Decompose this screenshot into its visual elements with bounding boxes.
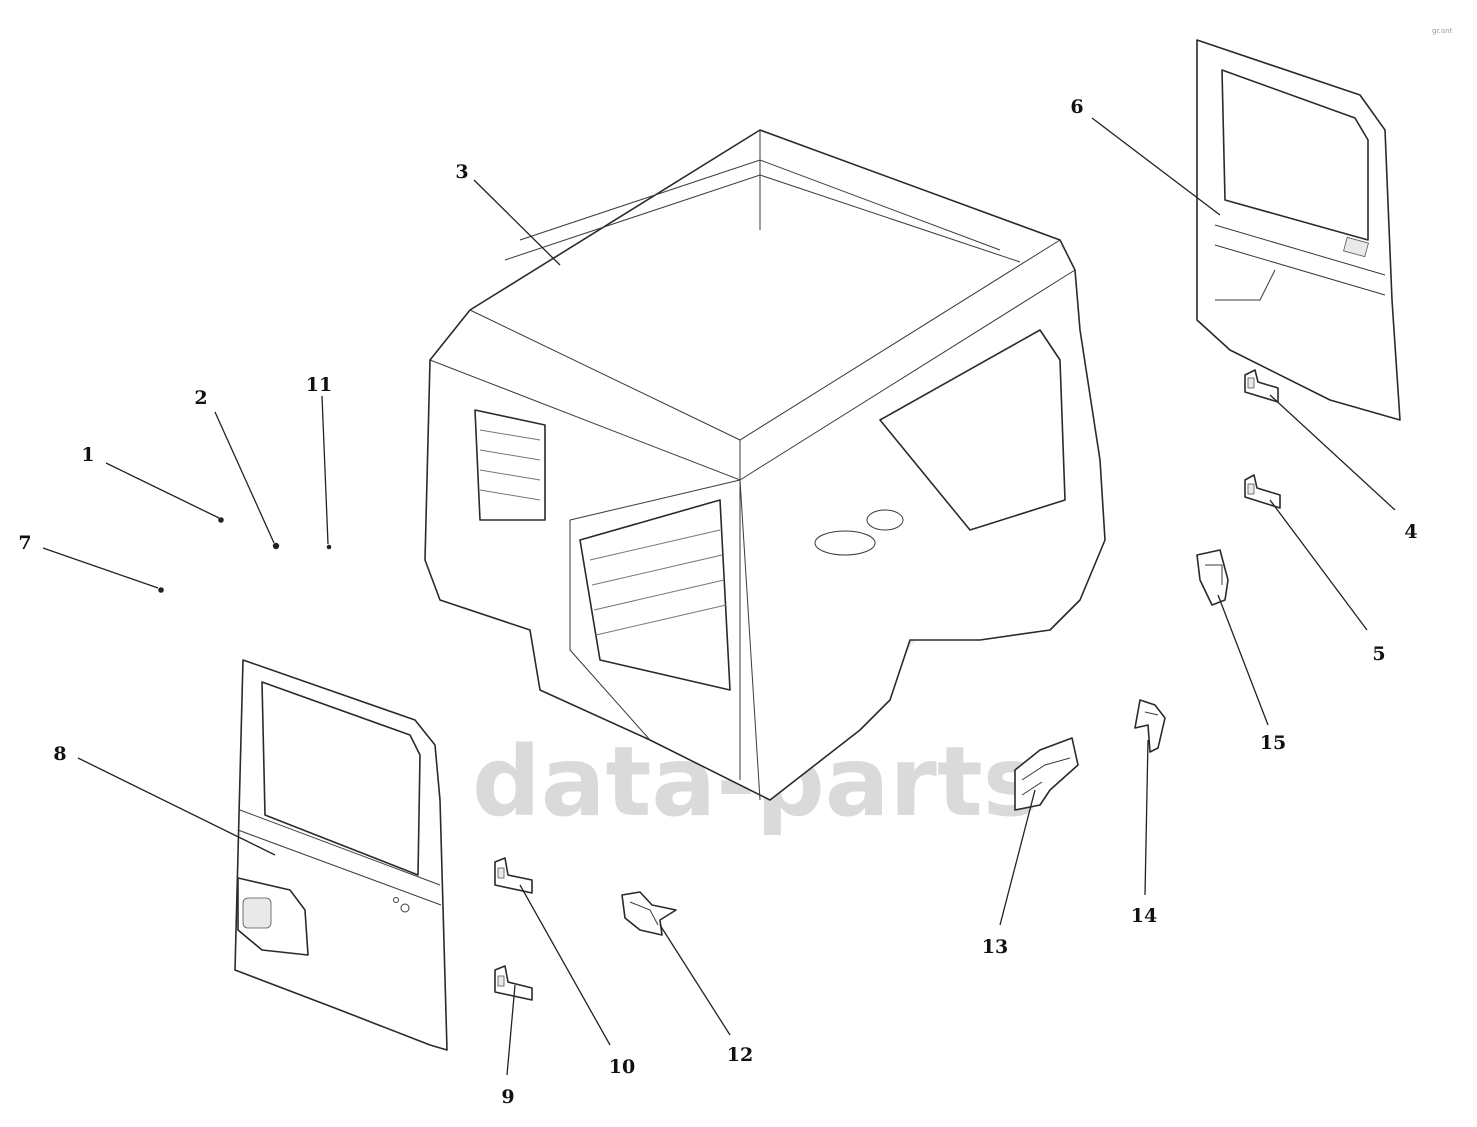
bracket-13 bbox=[1014, 737, 1079, 811]
hinge-4 bbox=[1244, 369, 1279, 403]
leader-1 bbox=[105, 462, 220, 519]
callout-3: 3 bbox=[455, 161, 468, 183]
fastener-11 bbox=[326, 544, 332, 550]
callout-8: 8 bbox=[53, 743, 66, 765]
leader-14 bbox=[1144, 739, 1149, 896]
leader-10 bbox=[519, 884, 611, 1046]
callout-2: 2 bbox=[194, 387, 207, 409]
callout-13: 13 bbox=[982, 936, 1008, 958]
callout-9: 9 bbox=[501, 1086, 514, 1108]
cab-floor-hatch bbox=[479, 429, 727, 636]
fasteners bbox=[158, 517, 332, 593]
leader-8 bbox=[77, 757, 276, 856]
callout-14: 14 bbox=[1131, 905, 1157, 927]
bracket-15 bbox=[1196, 549, 1229, 606]
leader-11 bbox=[321, 395, 329, 545]
callout-10: 10 bbox=[609, 1056, 635, 1078]
callout-15: 15 bbox=[1260, 732, 1286, 754]
leader-13 bbox=[999, 789, 1036, 926]
callout-labels: 1 2 3 4 5 6 7 8 9 10 11 12 13 14 15 bbox=[18, 96, 1417, 1108]
corner-mark: gr.ant bbox=[1432, 27, 1453, 35]
leader-5 bbox=[1269, 499, 1368, 631]
callout-12: 12 bbox=[727, 1044, 753, 1066]
callout-4: 4 bbox=[1404, 521, 1417, 543]
right-door bbox=[1196, 39, 1401, 421]
callout-5: 5 bbox=[1372, 643, 1385, 665]
fastener-7 bbox=[158, 587, 164, 593]
fastener-2 bbox=[272, 542, 280, 550]
callout-6: 6 bbox=[1070, 96, 1083, 118]
leader-6 bbox=[1091, 117, 1221, 216]
callout-1: 1 bbox=[81, 444, 94, 466]
leader-9 bbox=[506, 984, 516, 1076]
leader-3 bbox=[473, 179, 561, 266]
cab-body-shell bbox=[424, 129, 1106, 801]
leader-7 bbox=[42, 547, 159, 589]
left-door bbox=[234, 659, 448, 1051]
leader-2 bbox=[214, 411, 275, 544]
leader-4 bbox=[1269, 394, 1396, 511]
hinge-9 bbox=[494, 965, 533, 1001]
leader-15 bbox=[1217, 594, 1269, 726]
callout-11: 11 bbox=[306, 374, 332, 396]
hinge-5 bbox=[1244, 474, 1281, 509]
fastener-1 bbox=[218, 517, 224, 523]
leader-12 bbox=[659, 924, 731, 1036]
leader-lines bbox=[42, 117, 1396, 1076]
hinge-10 bbox=[494, 857, 533, 894]
bracket-12 bbox=[621, 891, 677, 936]
bracket-14 bbox=[1134, 699, 1166, 753]
callout-7: 7 bbox=[18, 532, 31, 554]
